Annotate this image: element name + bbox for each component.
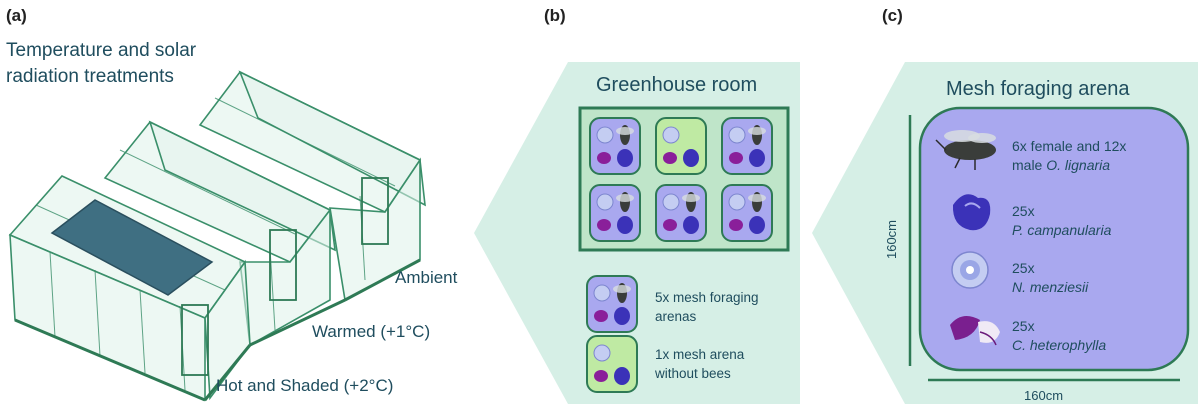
- arena-item-menziesii-name: N. menziesii: [1012, 279, 1088, 295]
- arena-item-bees-name: O. lignaria: [1046, 157, 1110, 173]
- arena-item-heterophylla: 25x C. heterophylla: [1012, 317, 1106, 355]
- arena-item-campanularia-name: P. campanularia: [1012, 222, 1111, 238]
- arena-item-campanularia-count: 25x: [1012, 202, 1111, 221]
- arena-item-campanularia-species: P. campanularia: [1012, 221, 1111, 240]
- nemophila-menziesii-icon: [952, 252, 988, 288]
- arena-item-heterophylla-species: C. heterophylla: [1012, 336, 1106, 355]
- arena-item-bees-prefix: male: [1012, 157, 1046, 173]
- arena-item-heterophylla-count: 25x: [1012, 317, 1106, 336]
- arena-item-menziesii-species: N. menziesii: [1012, 278, 1088, 297]
- arena-item-menziesii-count: 25x: [1012, 259, 1088, 278]
- arena-item-heterophylla-name: C. heterophylla: [1012, 337, 1106, 353]
- width-label: 160cm: [1024, 388, 1063, 403]
- arena-item-campanularia: 25x P. campanularia: [1012, 202, 1111, 240]
- height-label: 160cm: [884, 220, 899, 259]
- arena-item-bees: 6x female and 12x male O. lignaria: [1012, 137, 1126, 175]
- arena-title: Mesh foraging arena: [946, 78, 1129, 101]
- arena-item-bees-count: 6x female and 12x: [1012, 137, 1126, 156]
- arena-item-menziesii: 25x N. menziesii: [1012, 259, 1088, 297]
- arena-item-bees-species: male O. lignaria: [1012, 156, 1126, 175]
